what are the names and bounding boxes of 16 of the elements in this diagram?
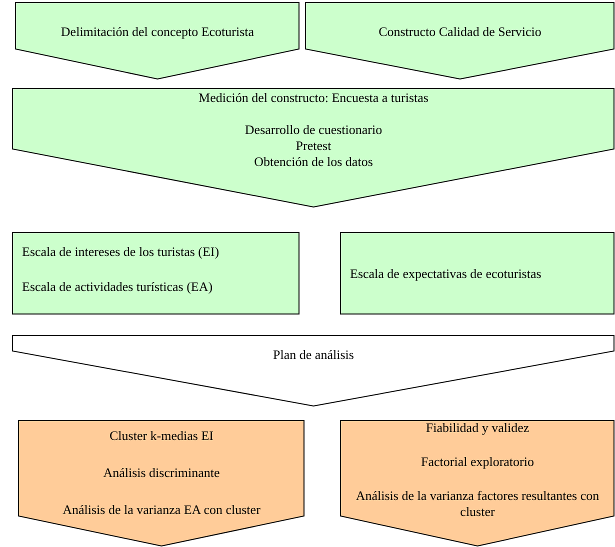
step-text: Factorial exploratorio [421, 454, 534, 470]
step-text: Fiabilidad y validez [426, 420, 530, 436]
step-text: Constructo Calidad de Servicio [378, 24, 542, 40]
step-text: Pretest [296, 138, 332, 154]
step-text: Desarrollo de cuestionario [244, 122, 382, 138]
step-text: Medición del constructo: Encuesta a turistas [198, 90, 428, 106]
step-text: Escala de intereses de los turistas (EI) [22, 244, 220, 260]
step-text: Delimitación del concepto Ecoturista [60, 24, 254, 40]
step-text: Análisis de la varianza EA con cluster [62, 502, 260, 518]
step-text: Escala de actividades turísticas (EA) [22, 279, 213, 295]
step-text: Plan de análisis [273, 347, 354, 363]
step-text: Análisis de la varianza factores resultantes con cluster [354, 488, 600, 520]
step-text: Obtención de los datos [254, 154, 373, 170]
step-text: Escala de expectativas de ecoturistas [350, 266, 542, 282]
step-text: Análisis discriminante [103, 465, 220, 481]
step-text: Cluster k-medias EI [110, 428, 214, 444]
